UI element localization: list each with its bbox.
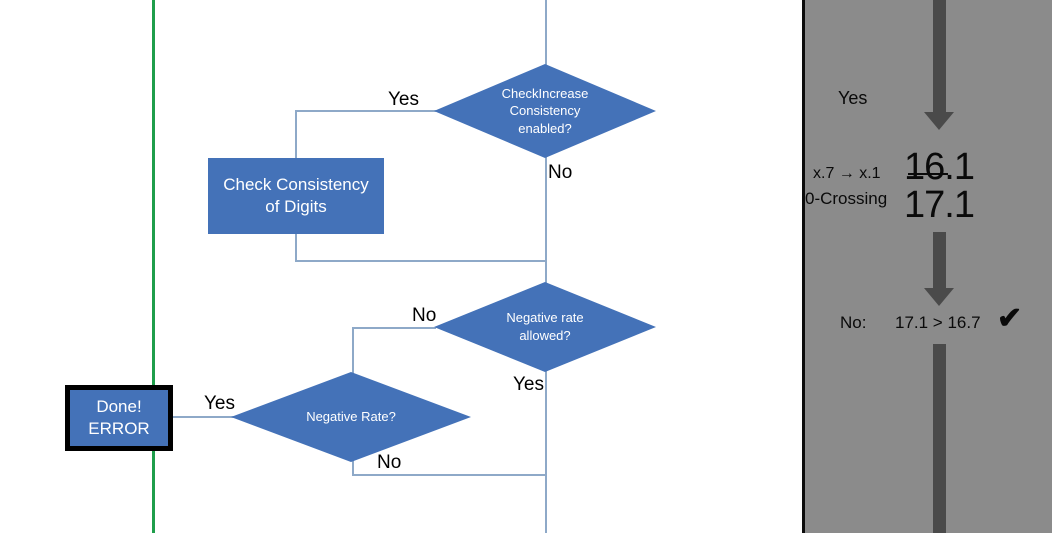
panel-comparison: 17.1 > 16.7 — [895, 313, 981, 332]
diamond-shape — [231, 372, 471, 462]
edge-label-negrate-no: No — [377, 452, 402, 473]
connector-negallowed-yes — [545, 370, 547, 476]
connector-yes-horizontal — [295, 110, 436, 112]
connector-spine-bottom — [545, 474, 547, 533]
edge-label-negallowed-no: No — [412, 305, 437, 326]
edge-label-negallowed-yes: Yes — [513, 374, 544, 395]
connector-yes-down-to-box — [295, 110, 297, 160]
node-done-error-label: Done!ERROR — [88, 397, 150, 438]
connector-spine-top — [545, 0, 547, 66]
edge-label-checkincrease-no: No — [548, 162, 573, 183]
panel-annotation-line2: 0-Crossing — [805, 189, 888, 208]
panel-arrow-3-shaft — [933, 344, 946, 533]
panel-arrow-1-shaft — [933, 0, 946, 118]
connector-box-out-down — [295, 234, 297, 262]
panel-annotation-line1: x.7 → x.1 — [813, 165, 881, 182]
node-done-error[interactable]: Done!ERROR — [65, 385, 173, 451]
diamond-shape — [434, 282, 656, 372]
connector-negrate-no-rejoin — [352, 474, 547, 476]
connector-negrate-no-down — [352, 455, 354, 476]
green-guide-line — [152, 0, 155, 533]
panel-value-current: 17.1 — [904, 184, 975, 226]
connector-negrate-yes-horizontal — [173, 416, 235, 418]
edge-label-negrate-yes: Yes — [204, 393, 235, 414]
diamond-shape — [434, 64, 656, 158]
check-mark-icon: ✔ — [997, 302, 1023, 335]
strikethrough-mark — [908, 173, 948, 175]
panel-result-prefix: No: — [840, 313, 867, 332]
panel-yes-label: Yes — [838, 88, 868, 108]
connector-checkincrease-no — [545, 156, 547, 262]
edge-label-checkincrease-yes: Yes — [388, 89, 419, 110]
panel-value-struck: 16.1 — [904, 146, 975, 188]
connector-negallowed-no-down — [352, 327, 354, 417]
connector-box-rejoin-spine — [295, 260, 547, 262]
node-negative-rate[interactable]: Negative Rate? — [231, 372, 471, 462]
connector-spine-mid — [545, 260, 547, 284]
panel-arrow-2-shaft — [933, 232, 946, 294]
connector-negallowed-no-horizontal — [352, 327, 436, 329]
annotation-panel: Yes x.7 → x.1 0-Crossing 16.1 17.1 No: 1… — [802, 0, 1052, 533]
panel-arrow-1-head — [924, 112, 954, 130]
panel-arrow-2-head — [924, 288, 954, 306]
